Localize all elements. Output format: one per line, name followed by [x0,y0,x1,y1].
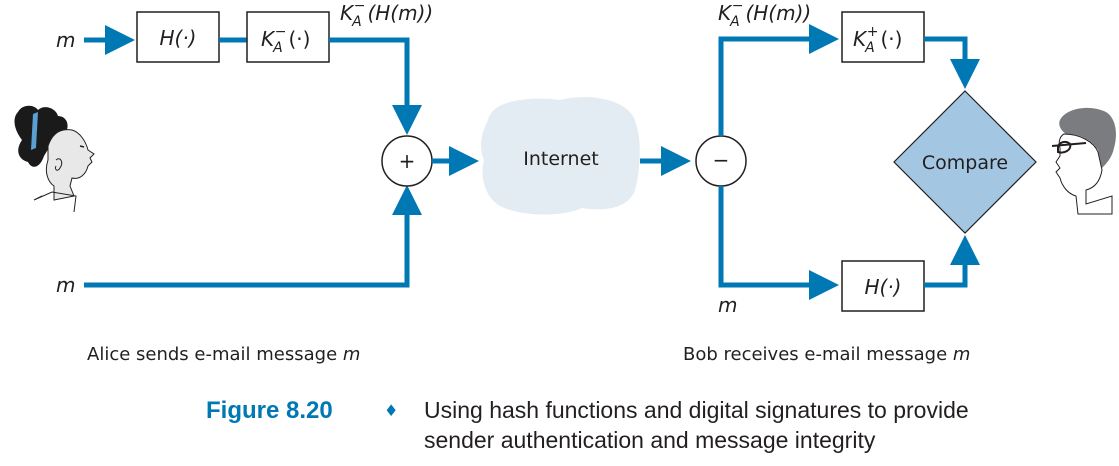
sender-hash-label: H(·) [159,26,196,50]
internet-label: Internet [523,148,598,170]
combiner-symbol: + [399,149,416,173]
figure-number: Figure 8.20 [206,397,333,424]
compare-label: Compare [922,152,1008,174]
figure-caption-line-1: Using hash functions and digital signatu… [424,397,969,423]
compare-diamond [893,90,1037,234]
bob-portrait-icon [1051,107,1116,215]
receiver-hash-label: H(·) [864,275,901,299]
sender-input-bottom-label: m [56,273,75,297]
alice-portrait-icon [14,105,95,213]
receiver-message-label: m [718,293,737,317]
sender-caption-var: m [342,344,361,365]
sender-signed-digest-label: KA−(H(m)) [340,0,433,30]
receiver-verify-box [841,11,925,63]
sender-hash-box [136,11,220,63]
sender-input-top-label: m [56,28,75,52]
receiver-caption-var: m [952,344,971,365]
receiver-caption: Bob receives e-mail message m [683,344,970,365]
receiver-verify-label: KA+(·) [853,24,902,56]
receiver-signed-digest-label: KA−(H(m)) [718,0,811,30]
splitter-symbol: − [713,148,730,172]
receiver-caption-text: Bob receives e-mail message [683,344,953,365]
arrow-m-to-combiner [84,185,422,288]
sender-caption-text: Alice sends e-mail message [87,344,343,365]
arrow-signature-to-combiner [329,37,422,135]
signature-diagram: m H(·) KA−(·) KA−(H(m)) m + Internet − K… [14,0,1116,317]
sender-sign-label: KA−(·) [261,24,310,56]
arrow-splitter-to-hash [718,186,839,300]
figure-caption-line-2: sender authentication and message integr… [424,427,876,453]
arrow-splitter-to-verify [718,24,839,136]
arrow-verify-to-compare [924,36,980,89]
sender-sign-box [246,11,330,63]
sender-caption: Alice sends e-mail message m [87,344,360,365]
receiver-hash-box [841,260,925,312]
arrow-hash-to-compare [924,235,980,288]
diamond-separator-icon: ♦ [384,401,399,420]
cloud-icon [481,97,640,215]
